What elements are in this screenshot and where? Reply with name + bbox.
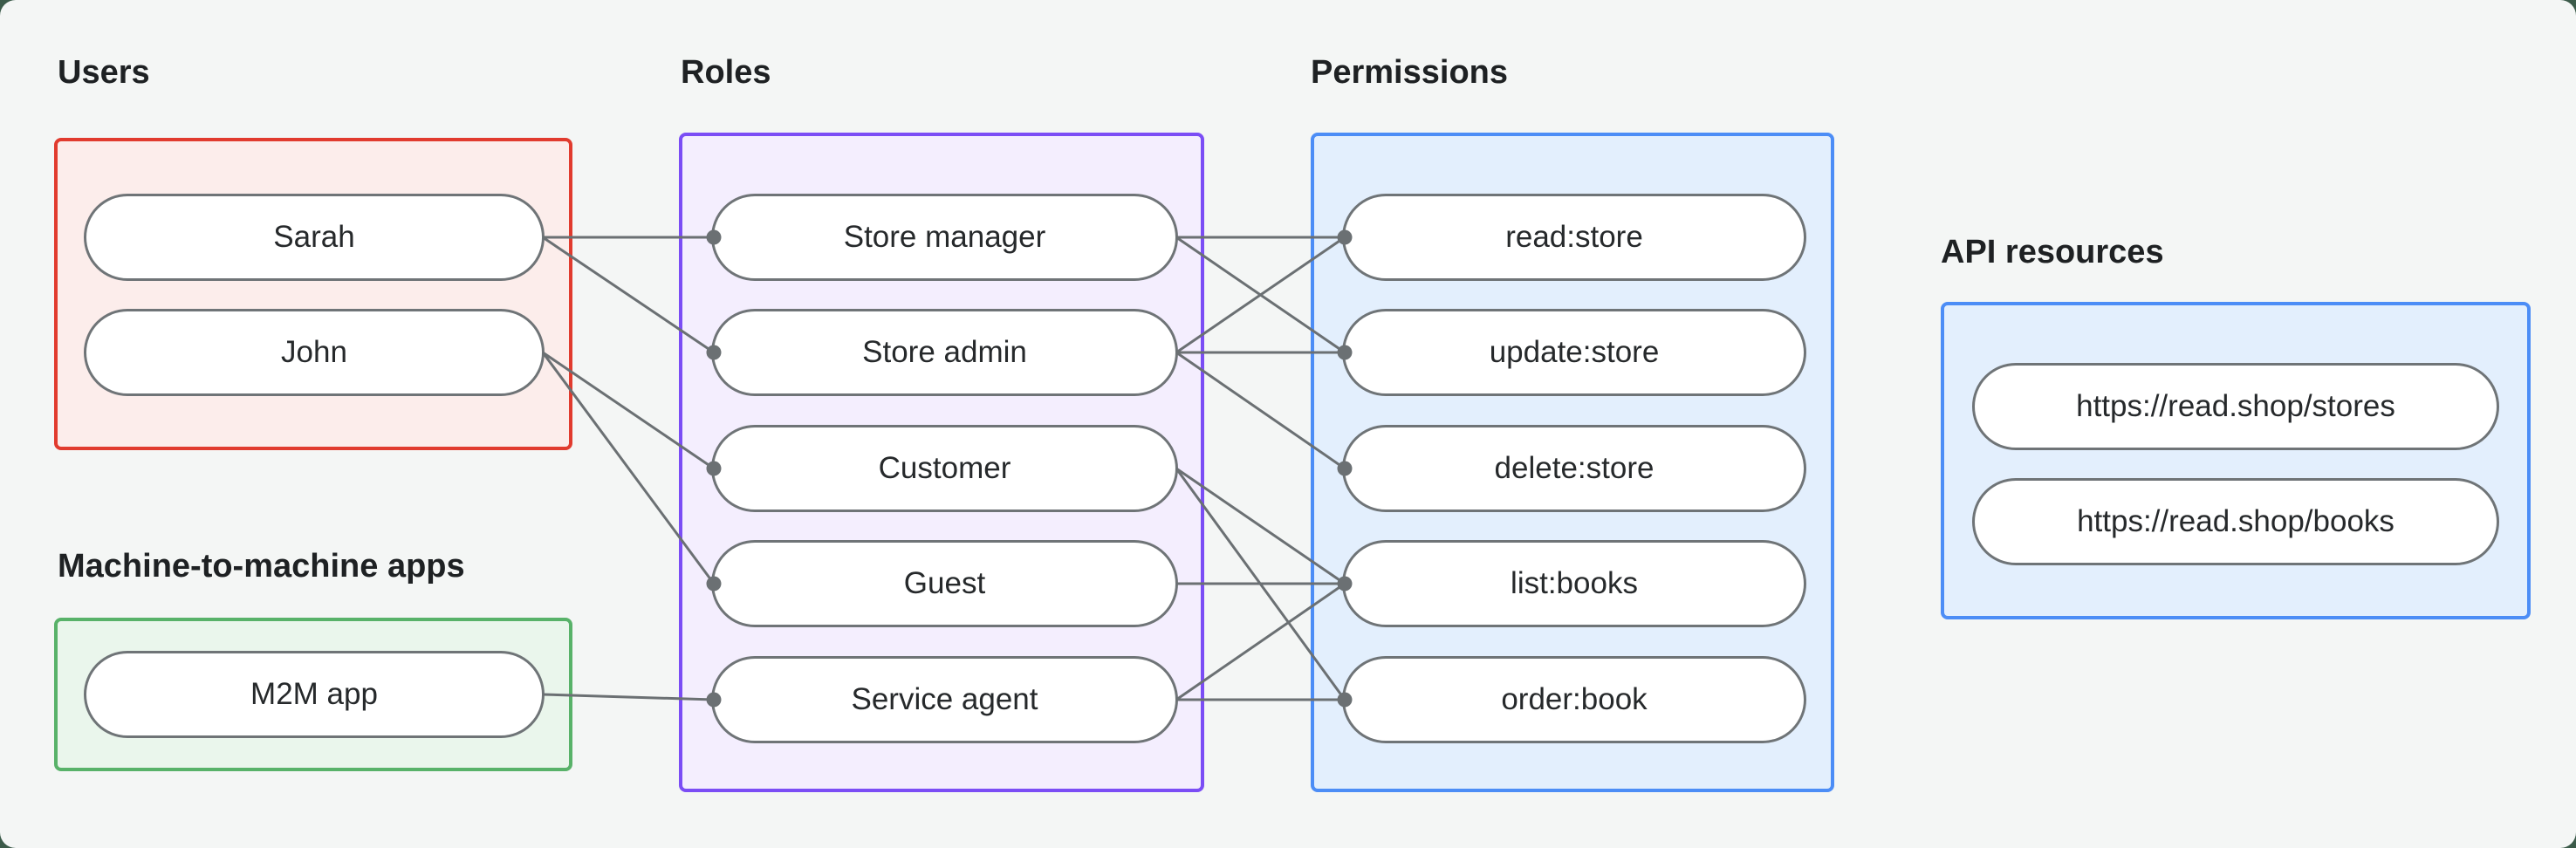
roles-group-label: Roles	[681, 54, 771, 91]
permissions-group-label: Permissions	[1311, 54, 1508, 91]
role-node-store-admin: Store admin	[711, 309, 1178, 396]
role-node-service-agent: Service agent	[711, 656, 1178, 743]
api-resources-group-label: API resources	[1941, 234, 2164, 270]
user-node-john: John	[84, 309, 545, 396]
m2m-apps-group-label: Machine-to-machine apps	[58, 548, 465, 585]
m2m-app-node: M2M app	[84, 651, 545, 738]
role-node-store-manager: Store manager	[711, 194, 1178, 281]
role-node-customer: Customer	[711, 425, 1178, 512]
permission-node-order-book: order:book	[1342, 656, 1806, 743]
users-group-label: Users	[58, 54, 150, 91]
api-resource-node-books: https://read.shop/books	[1972, 478, 2499, 565]
api-resource-node-stores: https://read.shop/stores	[1972, 363, 2499, 450]
users-group-box	[54, 138, 572, 450]
permission-node-delete-store: delete:store	[1342, 425, 1806, 512]
permission-node-read-store: read:store	[1342, 194, 1806, 281]
user-node-sarah: Sarah	[84, 194, 545, 281]
api-resources-group-box	[1941, 302, 2531, 619]
permission-node-list-books: list:books	[1342, 540, 1806, 627]
role-node-guest: Guest	[711, 540, 1178, 627]
permission-node-update-store: update:store	[1342, 309, 1806, 396]
